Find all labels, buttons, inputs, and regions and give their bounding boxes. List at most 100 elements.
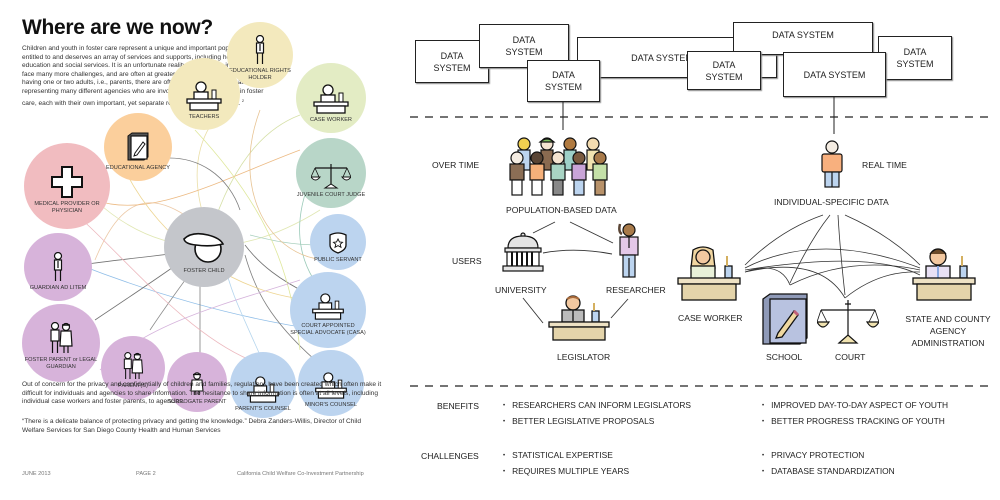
footer-page: PAGE 2	[136, 471, 156, 477]
intro-text: Children and youth in foster care repres…	[22, 45, 268, 107]
stakeholder-foster-parent[interactable]: FOSTER PARENT or LEGAL GUARDIAN	[22, 304, 100, 382]
stakeholder-juvenile-court-judge[interactable]: JUVENILE COURT JUDGE	[296, 138, 366, 208]
individual-icon	[821, 140, 843, 188]
challenge-item: STATISTICAL EXPERTISE	[503, 448, 629, 464]
stakeholder-teachers[interactable]: TEACHERS	[168, 58, 240, 130]
data-system-label: DATA SYSTEM	[544, 70, 582, 92]
university-icon[interactable]	[502, 232, 544, 276]
stakeholder-parents[interactable]: PARENT(S)	[101, 336, 165, 400]
stakeholder-surrogate-parent[interactable]: SURROGATE PARENT	[167, 352, 227, 412]
challenges-label: CHALLENGES	[421, 451, 479, 461]
data-system-box[interactable]: DATA SYSTEM	[479, 24, 569, 68]
stakeholder-label: GUARDIAN AD LITEM	[29, 285, 87, 291]
footnote-marker: 2	[241, 97, 245, 103]
crowd-icon	[509, 137, 608, 196]
row-label-users: USERS	[452, 256, 482, 266]
connection-line	[224, 264, 261, 356]
badge-icon	[329, 232, 347, 254]
diagram-lines	[410, 96, 990, 387]
stakeholder-label: TEACHERS	[188, 114, 220, 120]
population-data-label: POPULATION-BASED DATA	[506, 205, 617, 215]
data-system-label: DATA SYSTEM	[772, 30, 834, 40]
stakeholder-public-servant[interactable]: PUBLIC SERVANT	[310, 214, 366, 270]
challenge-item: DATABASE STANDARDIZATION	[762, 464, 895, 480]
center-label: FOSTER CHILD	[183, 268, 225, 274]
data-system-label: DATA SYSTEM	[433, 50, 471, 73]
desk-person-icon	[313, 84, 349, 114]
page-title: Where are we now?	[22, 16, 213, 39]
stakeholder-educational-agency[interactable]: EDUCATIONAL AGENCY	[104, 113, 172, 181]
court-label: COURT	[835, 352, 866, 362]
foster-child-node[interactable]: FOSTER CHILD	[164, 207, 244, 287]
stakeholder-label: JUVENILE COURT JUDGE	[296, 192, 366, 198]
person-woman-icon	[190, 372, 204, 395]
stakeholder-label: EDUCATIONAL AGENCY	[105, 165, 171, 171]
desk-person-icon	[247, 376, 279, 403]
stakeholder-medical-provider[interactable]: MEDICAL PROVIDER OR PHYSICIAN	[24, 143, 110, 229]
quote-paragraph: “There is a delicate balance of protecti…	[22, 418, 362, 434]
benefit-item: BETTER LEGISLATIVE PROPOSALS	[503, 414, 691, 430]
challenges-individual-list: PRIVACY PROTECTION DATABASE STANDARDIZAT…	[762, 448, 895, 480]
challenges-population-list: STATISTICAL EXPERTISE REQUIRES MULTIPLE …	[503, 448, 629, 480]
footer-date: JUNE 2013	[22, 471, 51, 477]
benefits-population-list: RESEARCHERS CAN INFORM LEGISLATORS BETTE…	[503, 398, 691, 430]
data-system-label: DATA SYSTEM	[896, 47, 934, 69]
stakeholder-label: FOSTER PARENT or LEGAL GUARDIAN	[24, 357, 98, 370]
stakeholder-minors-counsel[interactable]: MINOR'S COUNSEL	[298, 350, 364, 416]
stakeholder-label: CASE WORKER	[310, 117, 352, 123]
case-worker-desk-icon[interactable]	[677, 246, 741, 302]
benefits-individual-list: IMPROVED DAY-TO-DAY ASPECT OF YOUTH BETT…	[762, 398, 948, 430]
researcher-icon[interactable]	[616, 222, 642, 280]
admin-desk-icon[interactable]	[912, 246, 976, 302]
stakeholder-casa[interactable]: COURT APPOINTED SPECIAL ADVOCATE (CASA)	[290, 272, 366, 348]
admin-label: STATE AND COUNTY AGENCY ADMINISTRATION	[905, 314, 991, 348]
data-system-box[interactable]: DATA SYSTEM	[415, 40, 489, 83]
stakeholder-label: MINOR'S COUNSEL	[304, 402, 358, 408]
benefits-label: BENEFITS	[437, 401, 480, 411]
connection-line	[94, 149, 301, 206]
couple-icon	[123, 352, 144, 379]
privacy-paragraph: Out of concern for the privacy and confi…	[22, 381, 382, 406]
child-icon	[183, 232, 225, 263]
row-label-over-time: OVER TIME	[432, 160, 480, 170]
footer-org: California Child Welfare Co-Investment P…	[237, 471, 364, 477]
intro-paragraph: Children and youth in foster care repres…	[22, 45, 272, 108]
stakeholder-label: MEDICAL PROVIDER OR PHYSICIAN	[34, 201, 100, 214]
data-system-box[interactable]: DATA SYSTEM	[783, 52, 886, 97]
connection-line	[244, 254, 316, 361]
school-book-icon[interactable]	[762, 293, 808, 345]
stakeholder-case-worker[interactable]: CASE WORKER	[296, 63, 366, 133]
desk-person-icon	[315, 372, 347, 399]
data-system-label: DATA SYSTEM	[505, 35, 543, 57]
stakeholder-educational-rights-holder[interactable]: EDUCATIONAL RIGHTS HOLDER	[227, 22, 293, 88]
stakeholder-parents-counsel[interactable]: PARENT'S COUNSEL	[230, 352, 296, 418]
researcher-label: RESEARCHER	[606, 285, 666, 295]
data-system-label: DATA SYSTEM	[631, 52, 693, 63]
desk-person-icon	[186, 81, 222, 111]
stakeholder-label: COURT APPOINTED SPECIAL ADVOCATE (CASA)	[290, 323, 366, 336]
data-system-label: DATA SYSTEM	[803, 69, 866, 80]
desk-person-icon	[312, 293, 344, 320]
couple-icon	[50, 322, 73, 353]
data-system-box[interactable]: DATA SYSTEM	[527, 60, 600, 102]
data-system-label: DATA SYSTEM	[705, 59, 743, 82]
scales-icon	[311, 164, 351, 189]
case-worker-label: CASE WORKER	[678, 313, 743, 323]
person-icon	[255, 35, 265, 64]
stakeholder-label: PARENT'S COUNSEL	[235, 406, 291, 412]
medical-cross-icon	[51, 166, 83, 198]
benefit-item: IMPROVED DAY-TO-DAY ASPECT OF YOUTH	[762, 398, 948, 414]
person-icon	[53, 252, 63, 281]
stakeholder-label: PARENT(S)	[118, 383, 148, 389]
court-scales-icon[interactable]	[817, 300, 879, 344]
stakeholder-label: PUBLIC SERVANT	[314, 257, 362, 263]
legislator-desk-icon[interactable]	[548, 295, 610, 341]
book-pencil-icon	[127, 132, 149, 161]
stakeholder-label: SURROGATE PARENT	[167, 399, 227, 405]
stakeholder-guardian-ad-litem[interactable]: GUARDIAN AD LITEM	[24, 233, 92, 301]
challenge-item: PRIVACY PROTECTION	[762, 448, 895, 464]
benefit-item: RESEARCHERS CAN INFORM LEGISLATORS	[503, 398, 691, 414]
stakeholder-label: EDUCATIONAL RIGHTS HOLDER	[229, 68, 291, 81]
individual-data-label: INDIVIDUAL-SPECIFIC DATA	[774, 197, 889, 207]
data-system-box[interactable]: DATA SYSTEM	[687, 51, 761, 90]
